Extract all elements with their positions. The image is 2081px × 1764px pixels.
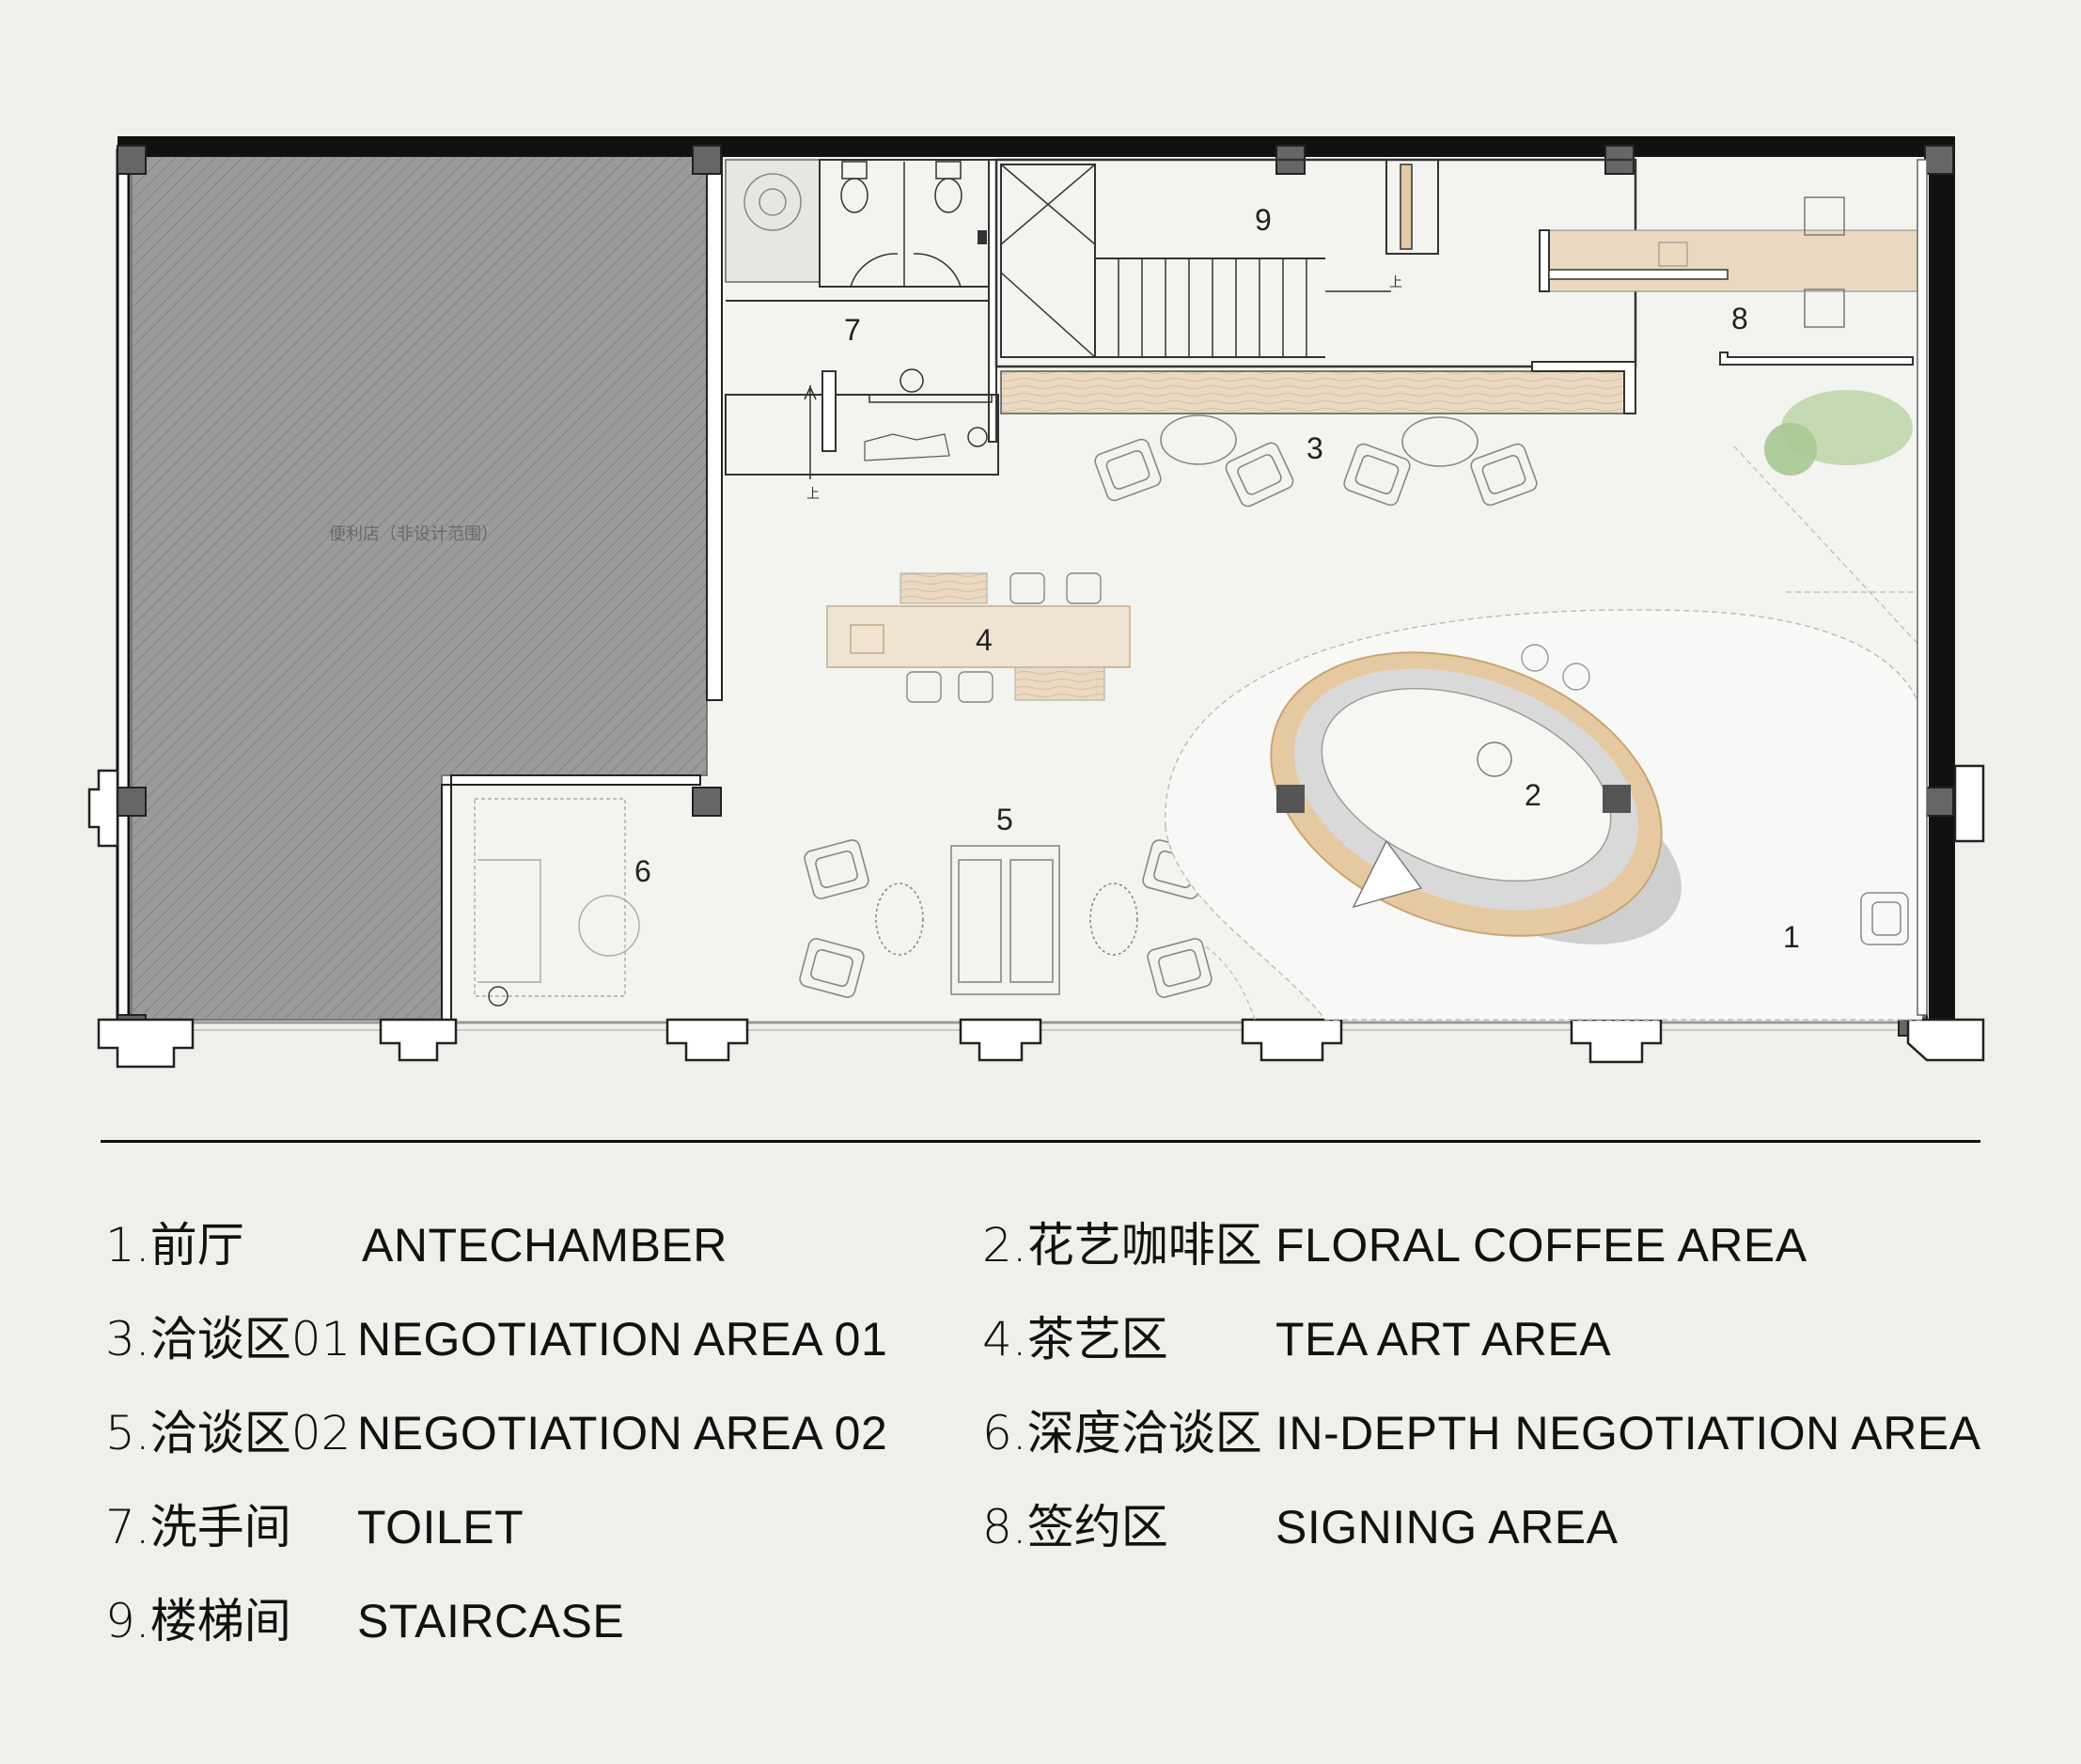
legend-item-4-en: TEA ART AREA — [1275, 1313, 1612, 1366]
legend-item-3-cn: 3.洽谈区01 — [105, 1312, 352, 1366]
negotiation-area-01 — [1094, 414, 1538, 507]
legend: 1.前厅 ANTECHAMBER 2.花艺咖啡区 FLORAL COFFEE A… — [0, 1156, 2081, 1764]
room-number-4: 4 — [976, 623, 993, 657]
right-wall — [1929, 136, 1955, 1029]
wood-wall-panel — [1000, 370, 1636, 414]
room-number-8: 8 — [1731, 302, 1748, 336]
legend-item-4-cn: 4.茶艺区 — [982, 1312, 1168, 1366]
legend-item-2-en: FLORAL COFFEE AREA — [1275, 1219, 1807, 1272]
legend-item-5-en: NEGOTIATION AREA 02 — [357, 1407, 888, 1460]
legend-item-1-cn: 1.前厅 — [105, 1218, 244, 1272]
legend-item-7-en: TOILET — [357, 1501, 524, 1553]
room-number-1: 1 — [1783, 920, 1800, 954]
legend-item-9-en: STAIRCASE — [357, 1595, 625, 1647]
exterior-pilasters — [87, 764, 1985, 1069]
partition-wall — [706, 154, 723, 701]
legend-item-8-cn: 8.签约区 — [982, 1500, 1168, 1554]
legend-item-3-en: NEGOTIATION AREA 01 — [357, 1313, 888, 1366]
room-number-9: 9 — [1255, 203, 1272, 237]
legend-item-2-cn: 2.花艺咖啡区 — [982, 1218, 1262, 1272]
legend-item-1-en: ANTECHAMBER — [362, 1219, 728, 1272]
room-number-3: 3 — [1306, 431, 1323, 465]
legend-item-8-en: SIGNING AREA — [1275, 1501, 1619, 1553]
convenience-store-note: 便利店（非设计范围） — [329, 524, 498, 544]
plumbing-symbol — [967, 427, 988, 447]
stair-up-label-1: 上 — [1389, 275, 1402, 290]
legend-item-7-cn: 7.洗手间 — [105, 1500, 291, 1554]
room-number-7: 7 — [844, 313, 861, 347]
floral-coffee-area — [1165, 445, 1923, 1021]
room-number-2: 2 — [1525, 778, 1541, 812]
legend-item-5-cn: 5.洽谈区02 — [105, 1406, 352, 1460]
tea-art-area — [826, 572, 1131, 703]
left-wall — [116, 148, 131, 1026]
room-number-5: 5 — [996, 803, 1013, 836]
legend-item-9-cn: 9.楼梯间 — [105, 1594, 291, 1648]
room-number-6: 6 — [634, 854, 651, 888]
right-window — [1917, 159, 1928, 1016]
staircase — [994, 158, 1637, 368]
top-wall — [117, 136, 1955, 157]
in-depth-negotiation-area — [474, 798, 640, 1007]
reception-chair — [1860, 892, 1909, 945]
legend-divider — [101, 1140, 1980, 1143]
legend-item-6-en: IN-DEPTH NEGOTIATION AREA — [1275, 1407, 1981, 1460]
floor-plan: 便利店（非设计范围） — [87, 136, 1985, 1069]
stair-up-label-2: 上 — [806, 487, 820, 502]
toilet-block — [725, 159, 999, 479]
legend-item-6-cn: 6.深度洽谈区 — [982, 1406, 1262, 1460]
signing-area — [1539, 196, 1921, 476]
